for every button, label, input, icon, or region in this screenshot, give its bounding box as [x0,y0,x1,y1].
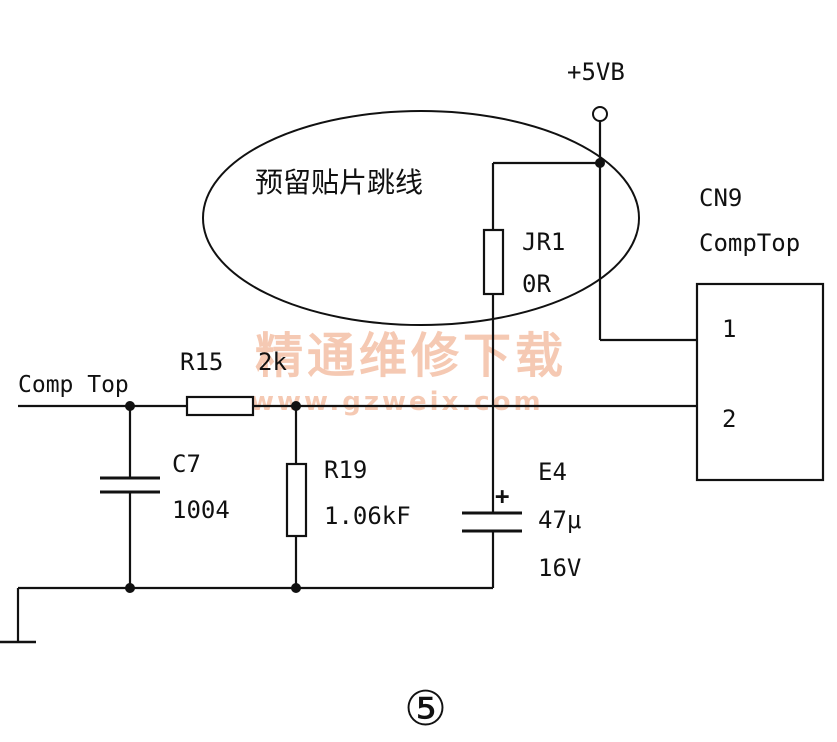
figure-number: ⑤ [404,681,447,737]
jr1-resistor [482,228,505,296]
r19-resistor [285,462,308,538]
watermark-cn: 精通维修下载 [255,328,567,384]
e4-ref: E4 [538,458,567,486]
connector-pin2: 2 [722,405,736,433]
connector-name: CompTop [699,229,800,257]
c7-ref: C7 [172,450,201,478]
connector-body [695,282,825,482]
connector-ref: CN9 [699,184,742,212]
r19-value: 1.06kF [324,502,411,530]
r19-ref: R19 [324,456,367,484]
input-label: Comp Top [18,372,129,398]
connector-pin1: 1 [722,315,736,343]
r15-resistor [185,395,255,417]
supply-label: +5VB [567,58,625,86]
r15-value: 2k [258,348,287,376]
ground-junction-r19 [291,583,301,593]
supply-terminal [592,106,608,122]
r15-ref: R15 [180,348,223,376]
jr1-ref: JR1 [522,228,565,256]
c7-value: 1004 [172,496,230,524]
e4-polarity-plus: + [495,482,509,510]
jumper-note-text: 预留贴片跳线 [255,166,423,199]
jr1-value: 0R [522,270,551,298]
e4-value: 47μ [538,506,581,534]
ground-junction-c7 [125,583,135,593]
e4-voltage: 16V [538,554,581,582]
jumper-note-ellipse [202,110,640,326]
